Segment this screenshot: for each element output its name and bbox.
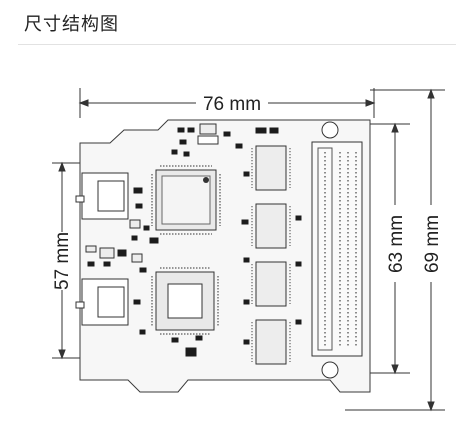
memory-chips	[255, 145, 287, 365]
qfp-chip-upper	[151, 165, 221, 235]
title-divider	[18, 44, 456, 45]
right-inner-label: 63 mm	[386, 215, 407, 273]
edge-connector	[311, 141, 363, 357]
network-ports	[75, 172, 129, 326]
width-label: 76 mm	[203, 94, 261, 115]
mounting-holes	[321, 121, 339, 379]
left-height-label: 57 mm	[52, 232, 73, 290]
memory-chip-pins	[251, 148, 291, 362]
qfp-chip-lower	[151, 267, 219, 335]
right-outer-label: 69 mm	[422, 215, 443, 273]
page-title: 尺寸结构图	[24, 14, 119, 34]
small-components	[85, 123, 302, 357]
dimension-lines	[52, 88, 445, 412]
